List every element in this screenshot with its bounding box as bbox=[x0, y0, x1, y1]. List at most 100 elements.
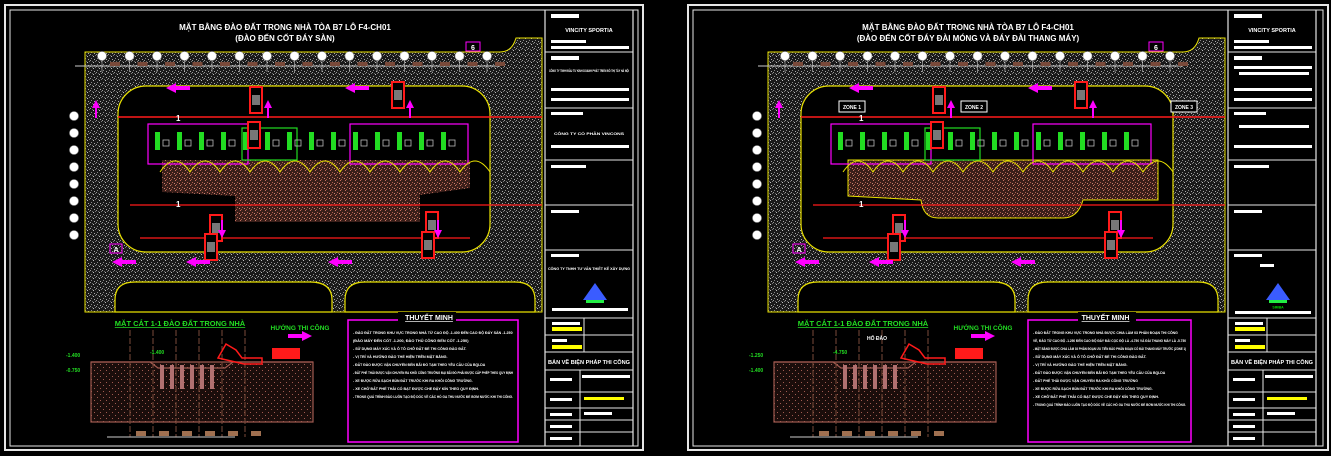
column-mark bbox=[1124, 132, 1129, 150]
text-bar bbox=[1233, 437, 1255, 440]
grid-axis-bubble bbox=[427, 51, 437, 61]
grid-axis-bubble bbox=[890, 51, 900, 61]
project-name: VINCITY SPORTIA bbox=[565, 28, 613, 34]
pile-mark bbox=[210, 365, 214, 389]
grid-axis-bubble bbox=[1165, 51, 1175, 61]
text-bar bbox=[1234, 112, 1266, 115]
excavator-icon bbox=[216, 342, 263, 365]
truck-load bbox=[935, 95, 943, 105]
grid-axis-bubble bbox=[780, 51, 790, 61]
text-bar bbox=[551, 145, 629, 148]
grid-axis-bubble bbox=[152, 51, 162, 61]
drawing-name: BẢN VẼ BIỆN PHÁP THI CÔNG bbox=[548, 358, 630, 366]
zone-label: ZONE 2 bbox=[965, 105, 983, 111]
beam-mark bbox=[247, 62, 258, 66]
direction-arrow-icon bbox=[112, 257, 136, 267]
column-mark bbox=[970, 132, 975, 150]
truck-load bbox=[1111, 220, 1119, 230]
note-item: - ĐẤT PHẾ THẢI ĐƯỢC VẬN CHUYỂN RA KHỎI C… bbox=[1033, 378, 1138, 383]
note-item: VỀ, ĐÀO TỪ CAO ĐỘ -1.250 ĐẾN CAO ĐỘ ĐÁY … bbox=[1033, 338, 1186, 343]
direction-arrow-icon bbox=[218, 220, 226, 238]
beam-mark bbox=[385, 62, 395, 66]
section-mark-label: 1 bbox=[176, 200, 181, 209]
zone-label: ZONE 3 bbox=[1175, 105, 1193, 111]
plan-title: MẶT BẰNG ĐÀO ĐẤT TRONG NHÀ TÒA B7 LÔ F4-… bbox=[179, 22, 391, 32]
level-label: -0.750 bbox=[66, 368, 80, 374]
column-mark bbox=[1021, 139, 1029, 147]
designer-name: CÔNG TY TNHH TƯ VẤN THIẾT KẾ XÂY DỰNG bbox=[548, 266, 631, 271]
beam-mark bbox=[275, 62, 285, 66]
note-item: - XE CHỞ ĐẤT PHẾ THẢI CÓ BẠT ĐƯỢC CHE ĐẬ… bbox=[353, 386, 479, 391]
beam-mark bbox=[165, 62, 175, 66]
plan-subtitle: (ĐÀO ĐẾN CỐT ĐÁY ĐÀI MÓNG VÀ ĐÁY ĐÀI THA… bbox=[857, 33, 1080, 43]
truck-load bbox=[933, 130, 941, 140]
column-mark bbox=[1102, 132, 1107, 150]
column-mark bbox=[382, 139, 390, 147]
pile-mark bbox=[160, 365, 164, 389]
note-item: - XE CHỞ ĐẤT PHẾ THẢI CÓ BẠT ĐƯỢC CHE ĐẬ… bbox=[1033, 394, 1159, 399]
footing-mark bbox=[251, 431, 261, 436]
column-mark bbox=[1058, 132, 1063, 150]
text-bar bbox=[1233, 398, 1255, 401]
column-mark bbox=[228, 139, 236, 147]
text-bar bbox=[582, 375, 630, 378]
column-mark bbox=[441, 132, 446, 150]
highlight-bar bbox=[1235, 345, 1265, 349]
column-mark bbox=[221, 132, 226, 150]
grid-axis-bubble bbox=[752, 230, 762, 240]
text-bar bbox=[1234, 145, 1312, 148]
dump-truck-icon bbox=[1104, 231, 1118, 259]
beam-mark bbox=[192, 62, 203, 66]
column-mark bbox=[272, 139, 280, 147]
grid-axis-bubble bbox=[69, 213, 79, 223]
note-item: - TRONG QUÁ TRÌNH ĐÀO LUÔN TẠO ĐỘ DỐC VỀ… bbox=[1033, 402, 1186, 407]
dump-truck-icon bbox=[272, 348, 300, 359]
column-mark bbox=[353, 132, 358, 150]
grid-marker-label: 6 bbox=[471, 45, 475, 52]
pile-mark bbox=[170, 365, 174, 389]
text-bar bbox=[550, 398, 572, 401]
column-mark bbox=[294, 139, 302, 147]
pile-mark bbox=[893, 365, 897, 389]
sheet-inner-frame bbox=[9, 9, 639, 447]
footing-mark bbox=[819, 431, 829, 436]
truck-load bbox=[394, 90, 402, 100]
direction-arrow-icon bbox=[1089, 100, 1097, 118]
dump-truck-icon bbox=[955, 348, 983, 359]
beam-mark bbox=[875, 62, 886, 66]
note-item: - ĐÀO ĐẤT TRONG KHU VỰC TRONG NHÀ TỪ CAO… bbox=[353, 330, 513, 335]
grid-axis-bubble bbox=[69, 128, 79, 138]
column-mark bbox=[360, 139, 368, 147]
truck-load bbox=[890, 242, 898, 252]
drawing-sheet-1[interactable]: MẶT BẰNG ĐÀO ĐẤT TRONG NHÀ TÒA B7 LÔ F4-… bbox=[4, 4, 644, 451]
parking-bay-left bbox=[114, 281, 333, 313]
dump-truck-icon bbox=[932, 86, 946, 114]
text-bar bbox=[1239, 72, 1309, 75]
text-bar bbox=[1235, 311, 1311, 314]
logo-text: SIMBA bbox=[1272, 306, 1284, 310]
text-bar bbox=[550, 425, 572, 428]
grid-axis-bubble bbox=[69, 162, 79, 172]
grid-axis-bubble bbox=[1055, 51, 1065, 61]
column-mark bbox=[904, 132, 909, 150]
grid-axis-bubble bbox=[207, 51, 217, 61]
beam-mark bbox=[440, 62, 450, 66]
notes-title-bg bbox=[1078, 312, 1136, 324]
drawing-sheet-2[interactable]: MẶT BẰNG ĐÀO ĐẤT TRONG NHÀ TÒA B7 LÔ F4-… bbox=[687, 4, 1329, 451]
column-mark bbox=[1014, 132, 1019, 150]
beam-mark bbox=[930, 62, 941, 66]
level-label: -1.400 bbox=[749, 368, 763, 374]
grid-axis-bubble bbox=[69, 196, 79, 206]
note-item: - ĐẤT ĐÀO ĐƯỢC VẬN CHUYỂN ĐẾN BÃI ĐỔ TẠM… bbox=[353, 362, 486, 367]
grid-axis-bubble bbox=[399, 51, 410, 61]
column-mark bbox=[889, 139, 897, 147]
column-mark bbox=[177, 132, 182, 150]
direction-arrow-icon bbox=[434, 220, 442, 238]
truck-load bbox=[424, 240, 432, 250]
section-title: MẶT CẮT 1-1 ĐÀO ĐẤT TRONG NHÀ bbox=[798, 318, 929, 328]
grid-axis-bubble bbox=[124, 51, 135, 61]
column-mark bbox=[331, 132, 336, 150]
column-mark bbox=[448, 139, 456, 147]
